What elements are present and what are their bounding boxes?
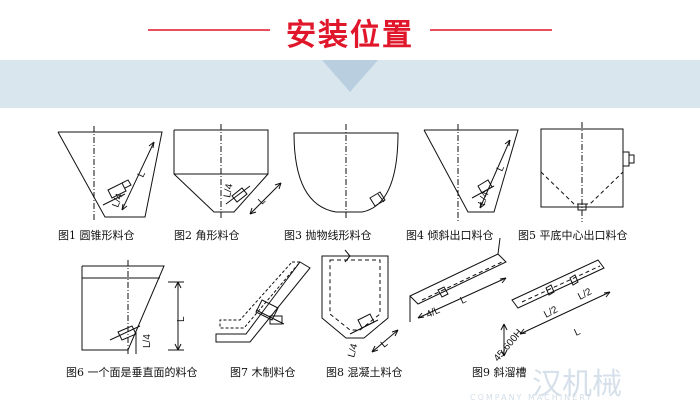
fig3-caption: 图3 抛物线形料仓: [284, 228, 372, 242]
fig7-caption: 图7 木制料仓: [230, 365, 296, 379]
watermark-subtext: COMPANY MACHINERY: [470, 393, 593, 402]
fig1-caption: 图1 圆锥形料仓: [58, 228, 135, 242]
fig2-caption: 图2 角形料仓: [174, 228, 240, 242]
figure-5-flat-bottom-bin: 图5 平底中心出口料仓: [518, 122, 635, 242]
fig9-label-upper-quarter: 4/L: [425, 305, 443, 321]
installation-diagrams: L/4 L 图1 圆锥形料仓 L/4 L 图2 角形料仓 图3 抛物线形料仓 L…: [57, 122, 635, 402]
fig9-label-upper-length: L: [459, 294, 469, 307]
fig4-label-length: L: [495, 163, 508, 173]
fig9-label-height: 45-600H: [492, 327, 525, 363]
figure-2-angular-bin: L/4 L 图2 角形料仓: [173, 124, 282, 242]
fig1-label-quarter: L/4: [110, 192, 125, 209]
fig8-caption: 图8 混凝土料仓: [326, 365, 403, 379]
fig4-label-quarter: L/4: [476, 190, 491, 207]
fig4-caption: 图4 倾斜出口料仓: [406, 228, 494, 242]
figure-4-inclined-outlet-bin: L/4 L 图4 倾斜出口料仓: [406, 124, 519, 242]
watermark-text: 汉机械: [532, 367, 622, 402]
fig8-label-length: L: [379, 338, 391, 350]
figure-6-vertical-face-bin: L/4 L 图6 一个面是垂直面的料仓: [66, 260, 198, 379]
figure-7-wooden-bin: 图7 木制料仓: [215, 261, 311, 379]
figure-1-conical-bin: L/4 L 图1 圆锥形料仓: [57, 126, 163, 242]
fig9-label-lower-length: L: [573, 326, 583, 339]
fig6-caption: 图6 一个面是垂直面的料仓: [66, 365, 198, 379]
fig5-caption: 图5 平底中心出口料仓: [518, 228, 628, 242]
figure-8-concrete-bin: L/4 L 图8 混凝土料仓: [321, 249, 403, 379]
fig1-label-length: L: [136, 169, 149, 179]
fig6-label-length: L: [176, 316, 187, 322]
watermark: 汉机械 COMPANY MACHINERY: [470, 367, 622, 402]
page-title: 安装位置: [286, 18, 414, 53]
figure-3-parabolic-bin: 图3 抛物线形料仓: [284, 124, 399, 242]
fig2-label-quarter: L/4: [222, 182, 235, 198]
header-banner: [0, 29, 700, 108]
fig6-label-quarter: L/4: [142, 334, 153, 348]
figure-9-inclined-chute: 4/L L L/2 L/2 L 45-600H 图9 斜溜槽: [409, 237, 611, 379]
fig9-label-lower-half-1: L/2: [542, 304, 560, 320]
header-arrow: [322, 60, 378, 92]
fig8-label-quarter: L/4: [346, 342, 360, 359]
fig9-caption: 图9 斜溜槽: [472, 365, 527, 379]
